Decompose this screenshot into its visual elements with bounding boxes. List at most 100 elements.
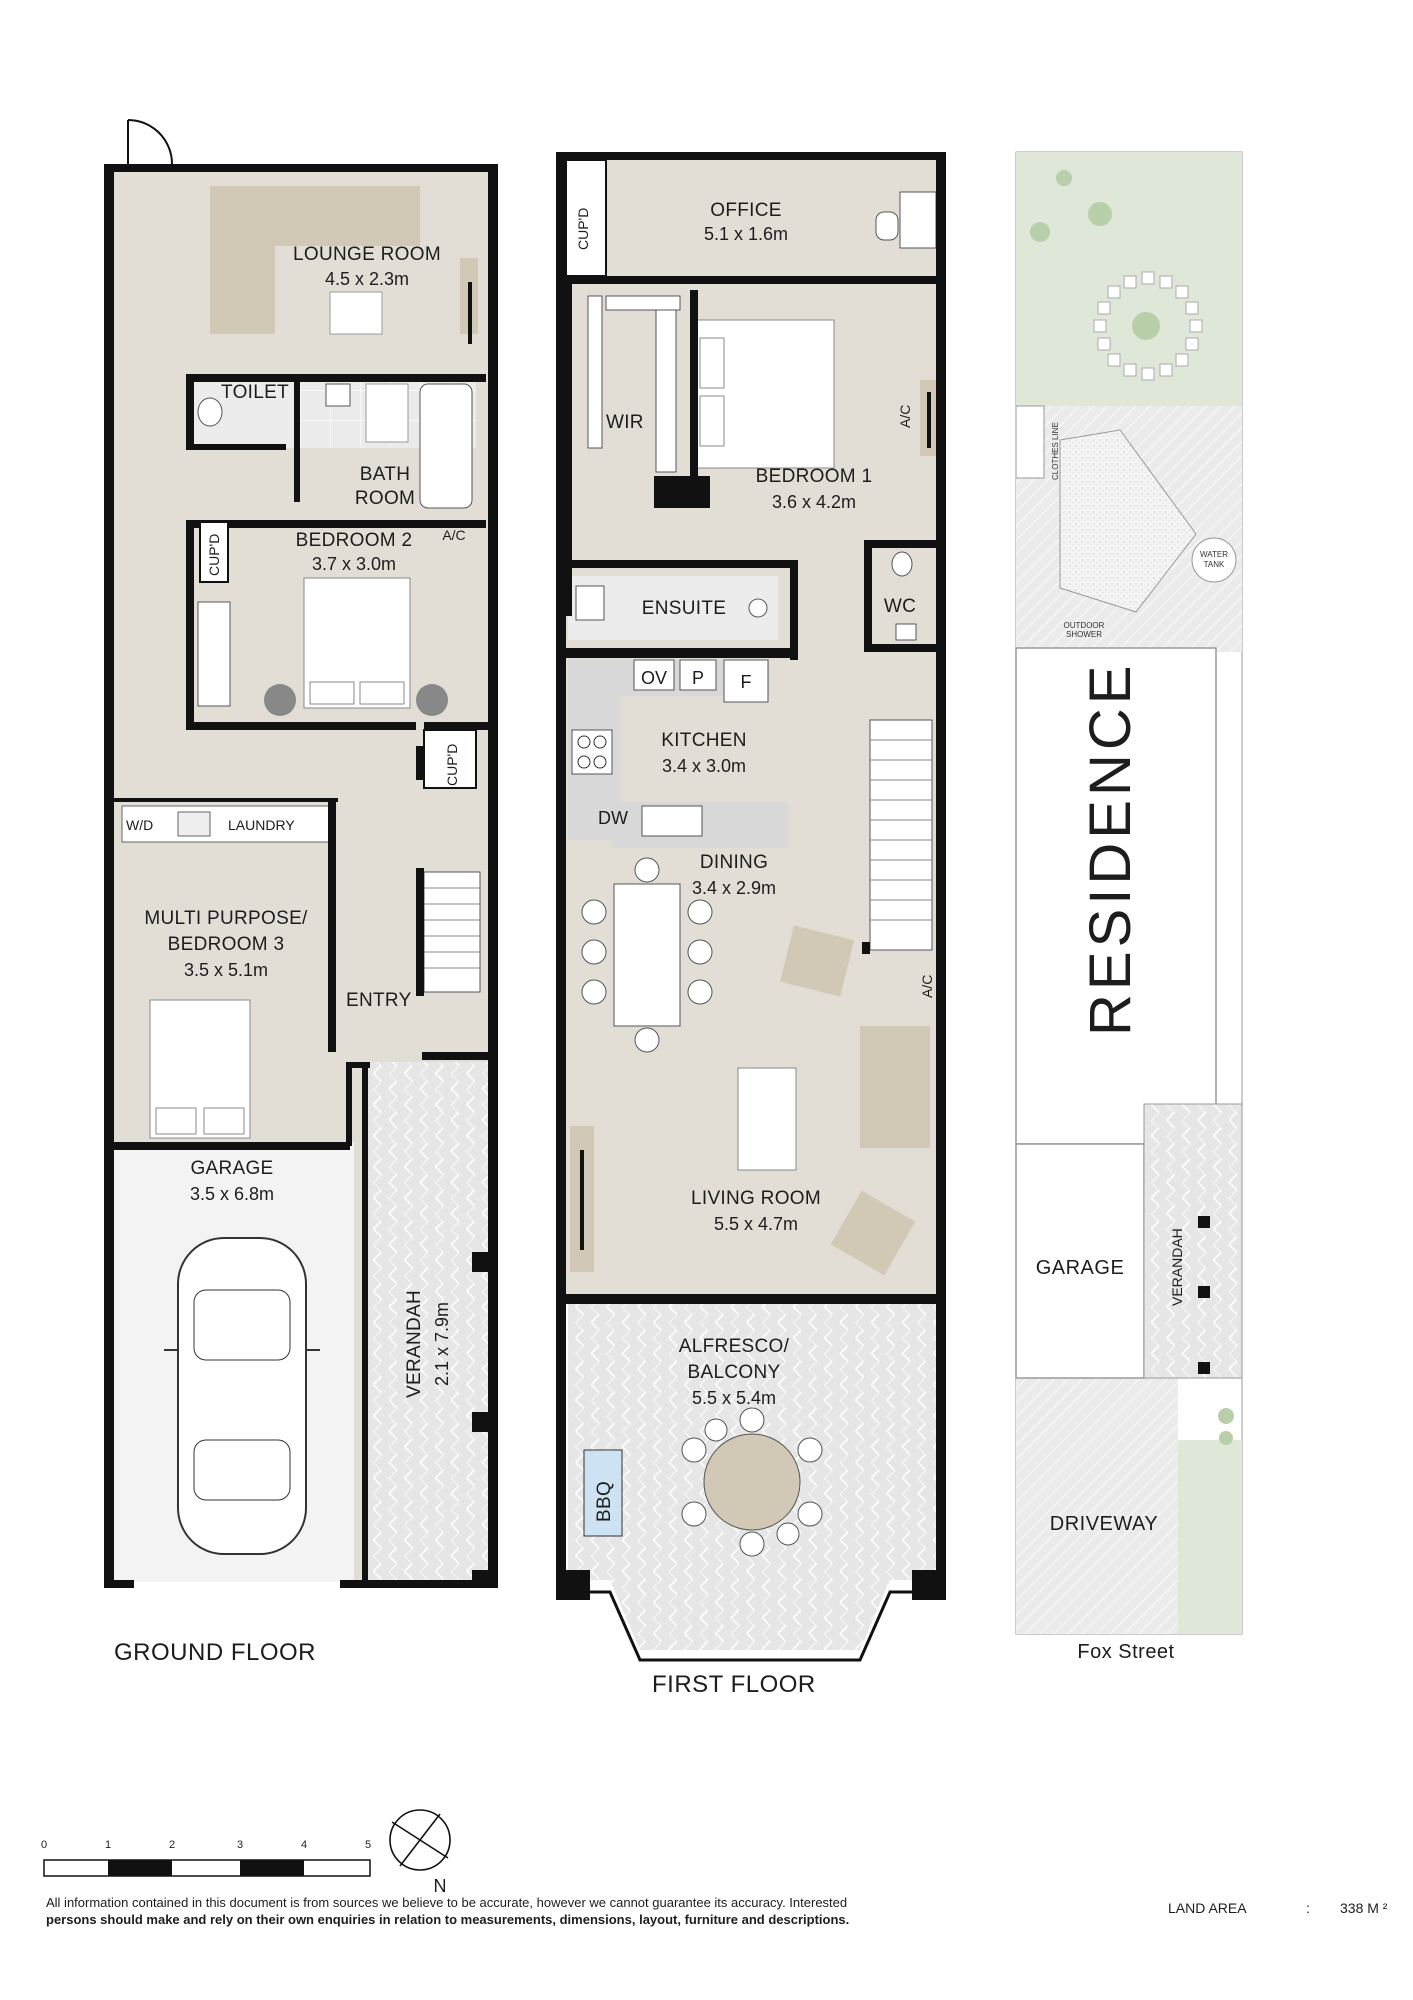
office-dims: 5.1 x 1.6m xyxy=(704,224,788,244)
disclaimer-line-1: All information contained in this docume… xyxy=(46,1895,848,1910)
verandah-dims: 2.1 x 7.9m xyxy=(432,1302,452,1386)
driveway-label: DRIVEWAY xyxy=(1050,1513,1158,1535)
bedroom1-dims: 3.6 x 4.2m xyxy=(772,492,856,512)
bedroom1-ac-label: A/C xyxy=(897,405,913,428)
clothes-line-label: CLOTHES LINE xyxy=(1051,422,1060,480)
washer-dryer-label: W/D xyxy=(126,817,153,833)
stairs-ground xyxy=(423,871,481,993)
armchair xyxy=(779,925,855,997)
alfresco-table xyxy=(703,1433,801,1531)
cupboard-hall xyxy=(423,729,477,789)
garage-name: GARAGE xyxy=(190,1158,273,1179)
driveway-paving xyxy=(1016,1378,1178,1634)
dining-dims: 3.4 x 2.9m xyxy=(692,878,776,898)
cupboard-bedroom2 xyxy=(199,521,229,583)
scale-tick-2: 2 xyxy=(169,1839,175,1851)
verandah-paving xyxy=(368,1062,492,1582)
first-walls xyxy=(556,152,946,1600)
ground-floor-plan: LOUNGE ROOM 4.5 x 2.3m TOILET BATH ROOM … xyxy=(104,119,498,1666)
pantry-label: P xyxy=(692,668,704,688)
water-tank-label-2: TANK xyxy=(1204,560,1225,569)
site-plan: RESIDENCE GARAGE VERANDAH DRIVEWAY Fox S… xyxy=(1015,151,1243,1663)
gravel-area xyxy=(1059,429,1197,613)
living-ac-label: A/C xyxy=(919,975,935,998)
alfresco-name-2: BALCONY xyxy=(688,1362,781,1383)
site-garage xyxy=(1015,1143,1145,1379)
land-area-label: LAND AREA xyxy=(1168,1900,1247,1916)
scale-bar: 0 1 2 3 4 5 xyxy=(41,1839,371,1877)
north-arrow-icon: N xyxy=(389,1809,451,1896)
scale-tick-1: 1 xyxy=(105,1839,111,1851)
bedroom2-name: BEDROOM 2 xyxy=(296,530,413,551)
scale-tick-5: 5 xyxy=(365,1839,371,1851)
kitchen-name: KITCHEN xyxy=(661,730,747,751)
cooktop-icon xyxy=(571,729,613,775)
laundry-name: LAUNDRY xyxy=(228,817,295,833)
dining-table xyxy=(613,883,681,1027)
site-verandah-label: VERANDAH xyxy=(1169,1228,1185,1306)
ground-ac-label: A/C xyxy=(442,527,465,543)
water-tank xyxy=(1191,537,1237,583)
coffee-table xyxy=(329,291,383,335)
scale-tick-4: 4 xyxy=(301,1839,307,1851)
alfresco-dims: 5.5 x 5.4m xyxy=(692,1388,776,1408)
garden-plants xyxy=(1030,170,1234,1445)
disclaimer-line-2: persons should make and rely on their ow… xyxy=(46,1912,850,1927)
living-room-name: LIVING ROOM xyxy=(691,1188,821,1209)
outdoor-shower-label-2: SHOWER xyxy=(1066,630,1102,639)
cupboard-label-1: CUP'D xyxy=(206,534,222,576)
car-icon xyxy=(164,1237,320,1555)
living-room-dims: 5.5 x 4.7m xyxy=(714,1214,798,1234)
first-floor-title: FIRST FLOOR xyxy=(652,1671,816,1698)
ground-floor-title: GROUND FLOOR xyxy=(114,1639,316,1666)
sink-icon xyxy=(641,805,703,837)
verandah-name: VERANDAH xyxy=(404,1290,425,1398)
stairs-first xyxy=(869,719,933,951)
oven-label: OV xyxy=(641,668,667,688)
toilet-name: TOILET xyxy=(221,382,289,403)
water-tank-label-1: WATER xyxy=(1200,550,1228,559)
balcony-bay xyxy=(566,1590,946,1662)
kitchen-dims: 3.4 x 3.0m xyxy=(662,756,746,776)
outdoor-shower-label-1: OUTDOOR xyxy=(1064,621,1105,630)
dishwasher-label: DW xyxy=(598,808,628,828)
garage-dims: 3.5 x 6.8m xyxy=(190,1184,274,1204)
scale-tick-3: 3 xyxy=(237,1839,243,1851)
alfresco-name-1: ALFRESCO/ xyxy=(679,1336,790,1357)
residence-outline xyxy=(1015,647,1217,1145)
north-label: N xyxy=(434,1876,447,1896)
bathtub xyxy=(419,383,473,509)
wc-name: WC xyxy=(884,596,916,617)
bedside-lamp xyxy=(264,684,296,716)
living-sofa xyxy=(860,1026,930,1148)
street-label: Fox Street xyxy=(1077,1641,1174,1663)
ensuite-name: ENSUITE xyxy=(642,598,726,619)
lounge-room-dims: 4.5 x 2.3m xyxy=(325,269,409,289)
bath-name-1: BATH xyxy=(360,464,410,485)
laundry-counter xyxy=(121,805,331,843)
bath-name-2: ROOM xyxy=(355,488,415,509)
office-cupboard-label: CUP'D xyxy=(575,208,591,250)
dining-name: DINING xyxy=(700,852,768,873)
multi-purpose-name-1: MULTI PURPOSE/ xyxy=(144,908,308,929)
bbq-label: BBQ xyxy=(594,1481,615,1522)
lounge-room-name: LOUNGE ROOM xyxy=(293,244,441,265)
land-area-value: 338 M ² xyxy=(1340,1900,1388,1916)
multi-purpose-dims: 3.5 x 5.1m xyxy=(184,960,268,980)
land-area-separator: : xyxy=(1306,1900,1310,1916)
garden-pavers xyxy=(1093,271,1203,381)
bedroom2-dims: 3.7 x 3.0m xyxy=(312,554,396,574)
scale-tick-0: 0 xyxy=(41,1839,47,1851)
office-name: OFFICE xyxy=(710,200,781,221)
first-floor-plan: CUP'D OFFICE 5.1 x 1.6m WIR BEDROOM 1 3.… xyxy=(556,152,946,1698)
living-coffee-table xyxy=(737,1067,797,1171)
wir-name: WIR xyxy=(606,412,644,433)
multi-purpose-name-2: BEDROOM 3 xyxy=(168,934,285,955)
cupboard-label-2: CUP'D xyxy=(444,744,460,786)
site-garage-label: GARAGE xyxy=(1036,1257,1125,1279)
disclaimer: All information contained in this docume… xyxy=(46,1894,1106,1928)
bedroom1-name: BEDROOM 1 xyxy=(756,466,873,487)
fridge-label: F xyxy=(741,672,752,692)
site-verandah xyxy=(1143,1103,1243,1379)
